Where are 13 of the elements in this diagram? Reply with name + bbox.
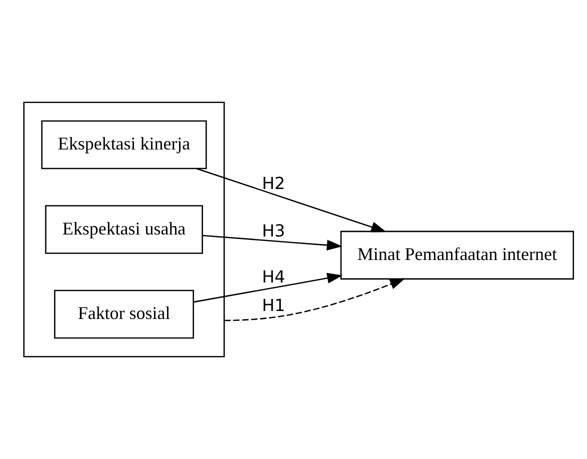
node-box: Ekspektasi kinerja bbox=[41, 120, 207, 170]
edge-label: H2 bbox=[262, 174, 286, 193]
arrow bbox=[224, 278, 406, 322]
node-box: Ekspektasi usaha bbox=[45, 205, 203, 254]
node-box: Minat Pemanfaatan internet bbox=[340, 230, 574, 280]
edge-label: H4 bbox=[262, 268, 286, 287]
arrow bbox=[196, 168, 387, 232]
arrow bbox=[193, 272, 343, 303]
edge-label: H1 bbox=[262, 296, 286, 315]
edge-label: H3 bbox=[262, 221, 286, 240]
node-box: Faktor sosial bbox=[54, 290, 194, 339]
arrow bbox=[202, 234, 342, 251]
cluster bbox=[23, 102, 225, 358]
